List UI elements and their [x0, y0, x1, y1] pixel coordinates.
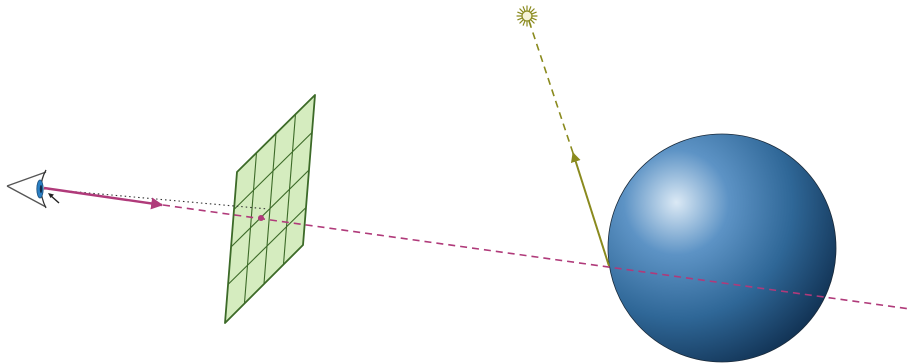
view-ray-arrow [43, 186, 164, 210]
sphere [607, 133, 837, 363]
view-ray [162, 204, 911, 310]
shadow-ray [570, 152, 610, 267]
light-source-icon [516, 5, 538, 27]
pixel-point [258, 215, 264, 221]
cursor-arrow-icon [48, 193, 60, 204]
image-plane-grid [224, 94, 316, 324]
shadow-ray-extension [528, 20, 574, 154]
eye-icon [6, 169, 47, 209]
